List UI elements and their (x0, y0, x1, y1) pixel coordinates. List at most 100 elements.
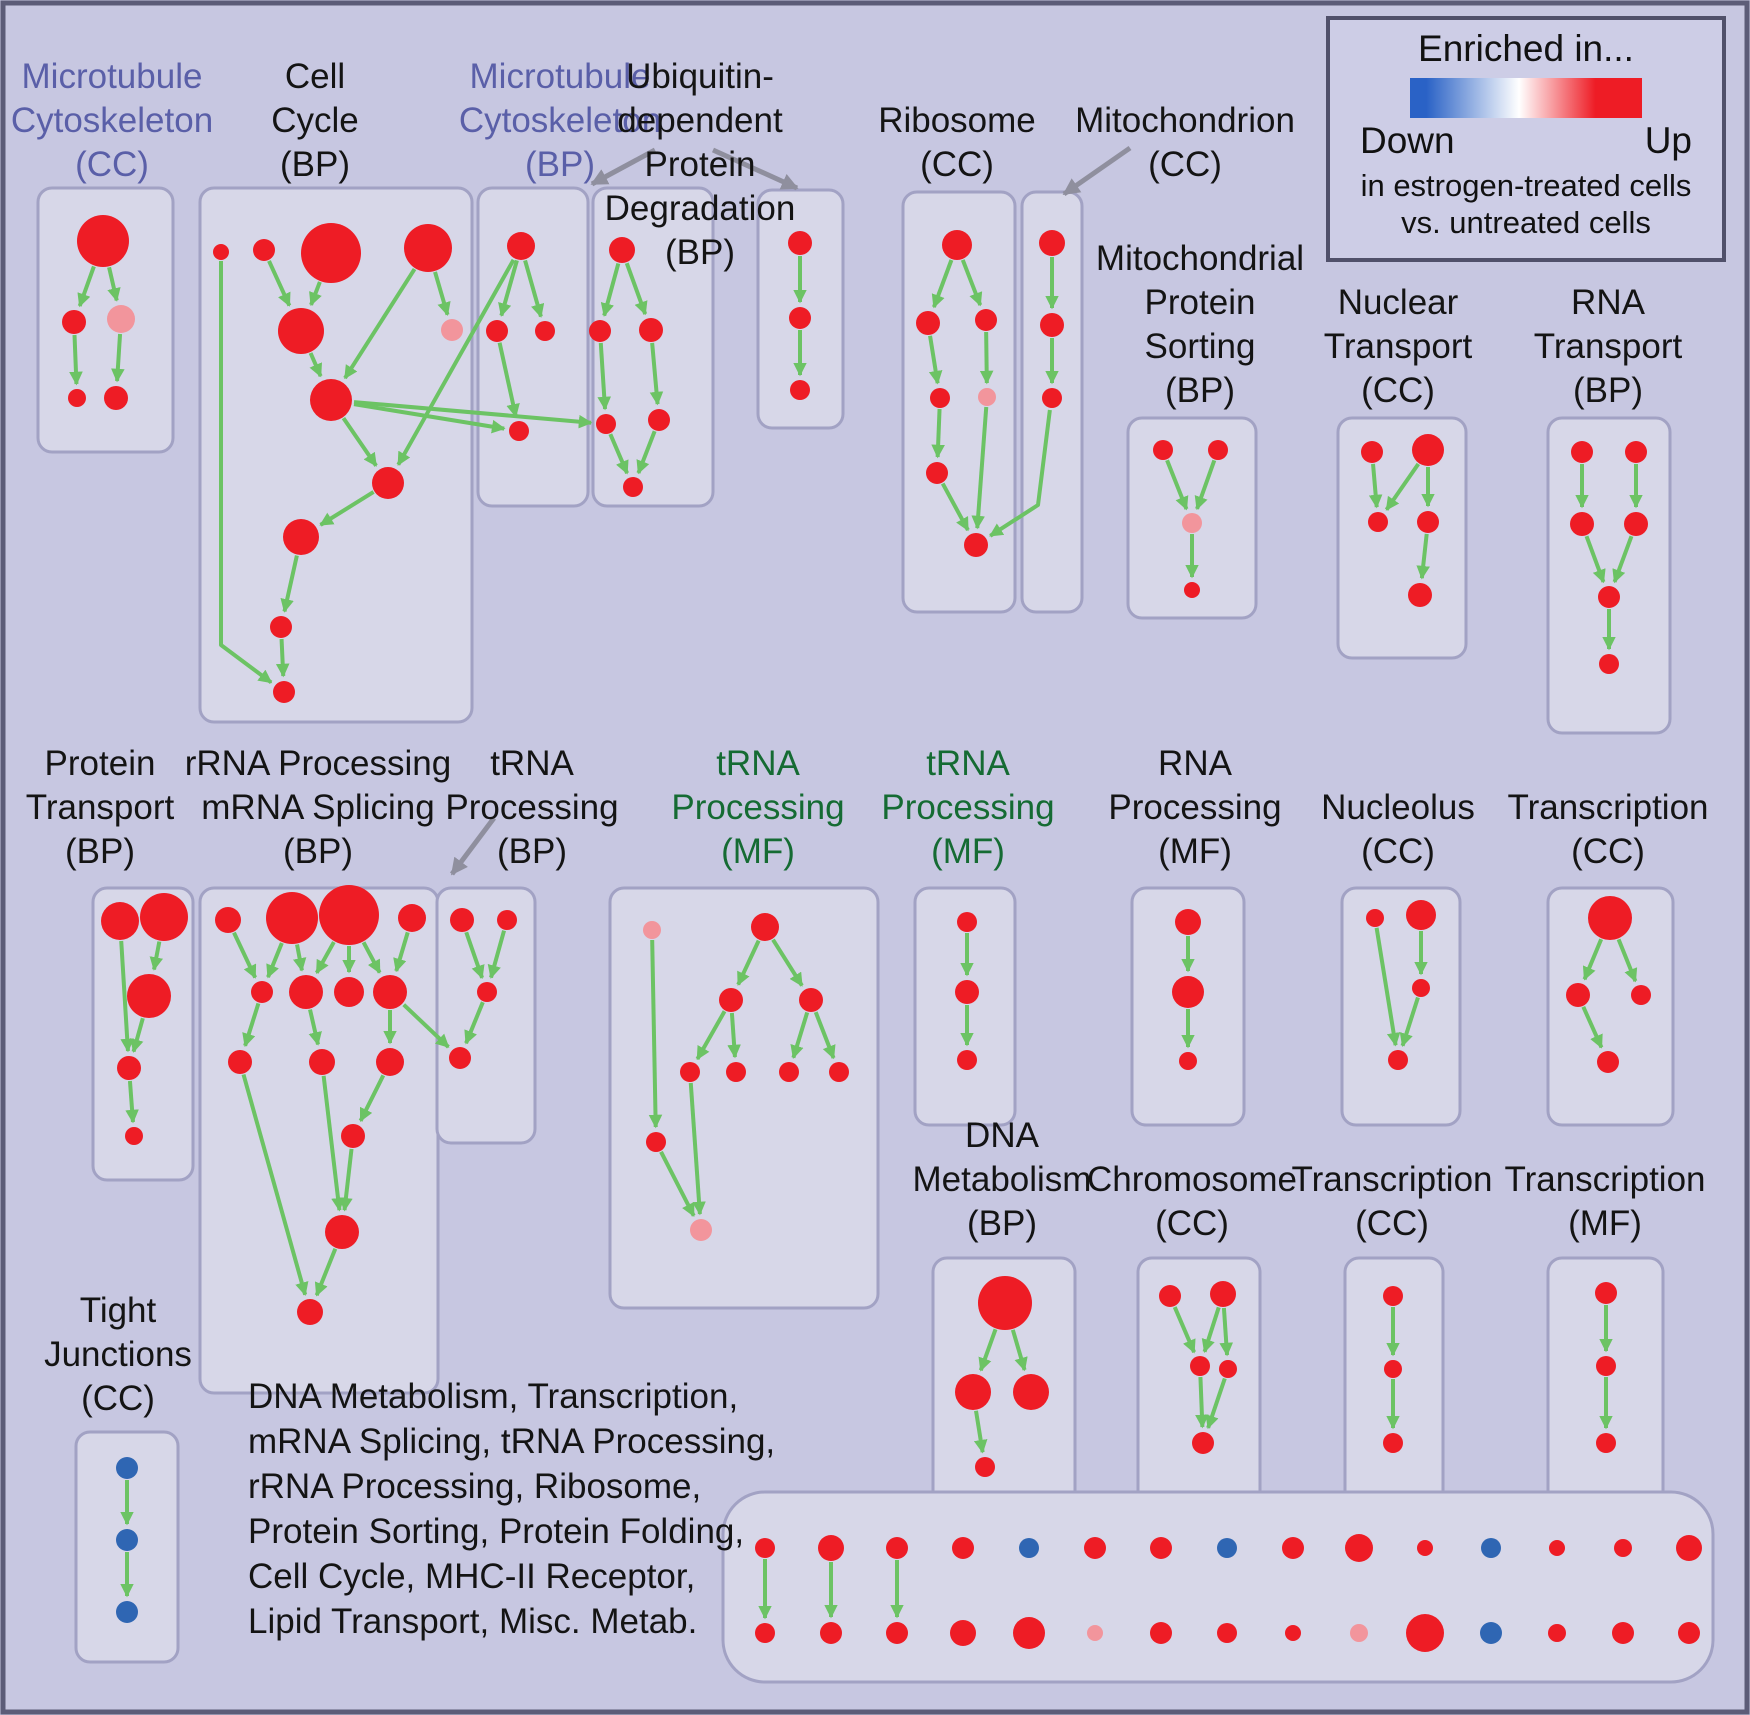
edge-arrow (464, 1001, 485, 1045)
go-term-node (609, 237, 635, 263)
edge-arrow (314, 941, 336, 974)
go-term-node (215, 907, 241, 933)
go-term-node (1013, 1374, 1049, 1410)
legend: Enriched in... Down Up in estrogen-treat… (1326, 16, 1726, 262)
go-term-node (289, 975, 323, 1009)
go-term-node (1599, 654, 1619, 674)
go-term-node (266, 892, 318, 944)
go-term-node (726, 1062, 746, 1082)
go-term-node (790, 380, 810, 400)
go-term-node (341, 1124, 365, 1148)
edge-arrow (343, 267, 417, 380)
go-term-node (127, 974, 171, 1018)
go-term-node (1549, 1540, 1565, 1556)
edge-arrow (600, 262, 621, 317)
go-term-node (1406, 1614, 1444, 1652)
edge-arrow (1010, 1329, 1028, 1372)
go-term-node (116, 1457, 138, 1479)
cluster-box-transcription-cc-upper (1546, 886, 1675, 1127)
go-term-node (334, 977, 364, 1007)
go-term-node (643, 921, 661, 939)
edge-arrow (659, 1150, 696, 1217)
cluster-box-trna-processing-bp (435, 886, 537, 1145)
edge-arrow (1194, 459, 1217, 511)
go-term-node (450, 908, 474, 932)
go-term-node (755, 1623, 775, 1643)
go-term-node (1285, 1625, 1301, 1641)
go-term-node (1159, 1285, 1181, 1307)
edge-arrow (1582, 938, 1604, 981)
legend-caption: in estrogen-treated cells vs. untreated … (1330, 167, 1722, 241)
go-term-node (228, 1050, 252, 1074)
go-term-node (1571, 441, 1593, 463)
go-term-node (886, 1537, 908, 1559)
edge-arrow (275, 638, 290, 678)
edge-arrow (353, 402, 506, 434)
go-term-node (116, 1601, 138, 1623)
go-term-node (964, 533, 988, 557)
go-term-node (1182, 513, 1202, 533)
edge-arrow (267, 260, 292, 307)
edge-arrow (1384, 462, 1420, 511)
go-term-node (719, 988, 743, 1012)
cluster-box-mixed-strip (721, 1490, 1715, 1684)
edge-arrow (813, 1011, 836, 1060)
edge-arrow (960, 259, 983, 307)
go-term-node (497, 910, 517, 930)
go-term-node (297, 1299, 323, 1325)
go-term-node (273, 681, 295, 703)
go-term-node (373, 975, 407, 1009)
go-term-node (942, 230, 972, 260)
go-term-node (589, 320, 611, 342)
go-term-node (1384, 1360, 1402, 1378)
edge-arrow (361, 941, 382, 974)
go-term-node (1219, 1360, 1237, 1378)
go-term-node (278, 308, 324, 354)
go-term-node (1412, 434, 1444, 466)
legend-scale-row: Down Up (1330, 120, 1722, 162)
edge-arrow (433, 271, 451, 316)
edge-arrow (1201, 1306, 1221, 1354)
go-term-node (646, 1132, 666, 1152)
go-term-node (978, 388, 996, 406)
go-term-node (788, 231, 812, 255)
go-term-node (926, 462, 948, 484)
edge-arrow (1612, 535, 1634, 584)
go-term-node (820, 1622, 842, 1644)
nodes-layer (62, 215, 1702, 1652)
edge-arrow (319, 490, 375, 527)
cluster-box-rrna-processing-mrna-splicing-bp (198, 886, 440, 1395)
go-term-node (1217, 1623, 1237, 1643)
edge-arrow (790, 1011, 810, 1059)
edge-arrow (597, 342, 612, 411)
go-term-node (1595, 1282, 1617, 1304)
edge-arrow (931, 259, 954, 309)
edge-arrow (636, 430, 657, 475)
go-term-node (1596, 1433, 1616, 1453)
go-term-node (1179, 1052, 1197, 1070)
go-term-node (449, 1047, 471, 1069)
go-term-node (1013, 1617, 1045, 1649)
cluster-box-protein-transport-bp (91, 886, 195, 1182)
go-term-node (1625, 441, 1647, 463)
go-term-node (309, 1049, 335, 1075)
edge-arrow (940, 482, 970, 532)
go-term-node (140, 893, 188, 941)
go-term-node (751, 913, 779, 941)
legend-title: Enriched in... (1418, 28, 1634, 69)
edge-arrow (1584, 535, 1606, 584)
cluster-box-rna-transport-bp (1546, 416, 1672, 735)
go-term-node (978, 1276, 1032, 1330)
edge-arrow (727, 1012, 741, 1059)
cluster-box-ribosome-cc (901, 190, 1017, 614)
edge-arrow (339, 1148, 354, 1212)
go-term-node (955, 980, 979, 1004)
go-term-node (441, 319, 463, 341)
